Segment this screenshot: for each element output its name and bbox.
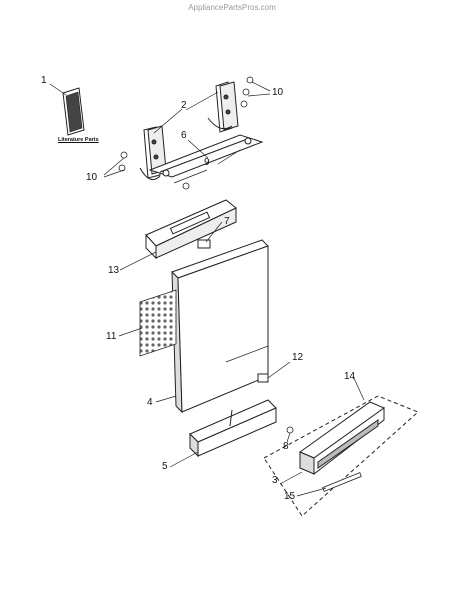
console-assembly-outline[interactable]	[263, 395, 419, 517]
hinge-bracket-left[interactable]	[139, 125, 167, 181]
callout-8: 8	[283, 441, 289, 452]
leader-lines	[103, 81, 365, 497]
door-latch-assembly[interactable]	[145, 199, 237, 260]
console-mounting-bracket[interactable]	[189, 399, 277, 458]
console-screw[interactable]	[322, 472, 362, 492]
callout-1: 1	[41, 75, 47, 86]
literature-parts-booklet[interactable]	[49, 83, 85, 136]
literature-parts-caption: Literature Parts	[58, 137, 99, 143]
callout-13: 13	[108, 265, 120, 276]
door-clip[interactable]	[257, 373, 269, 383]
callout-5: 5	[162, 461, 168, 472]
door-insulation[interactable]	[139, 289, 177, 357]
hinge-bracket-right[interactable]	[207, 81, 239, 133]
callout-3: 3	[272, 475, 278, 486]
callout-7: 7	[224, 216, 230, 227]
callout-2: 2	[181, 100, 187, 111]
callout-9: 9	[204, 157, 210, 168]
callout-4: 4	[147, 397, 153, 408]
screw-group-upper[interactable]	[240, 76, 254, 108]
outer-door-panel[interactable]	[171, 239, 269, 414]
watermark: AppliancePartsPros.com	[188, 3, 276, 12]
callout-10-upper: 10	[272, 87, 284, 98]
callout-14: 14	[344, 371, 356, 382]
bracket-screw[interactable]	[286, 426, 294, 434]
control-console[interactable]	[298, 401, 386, 476]
callout-15: 15	[284, 491, 296, 502]
callout-12: 12	[292, 352, 304, 363]
callout-11: 11	[106, 331, 117, 342]
callout-6: 6	[181, 130, 187, 141]
callout-10-lower: 10	[86, 172, 98, 183]
